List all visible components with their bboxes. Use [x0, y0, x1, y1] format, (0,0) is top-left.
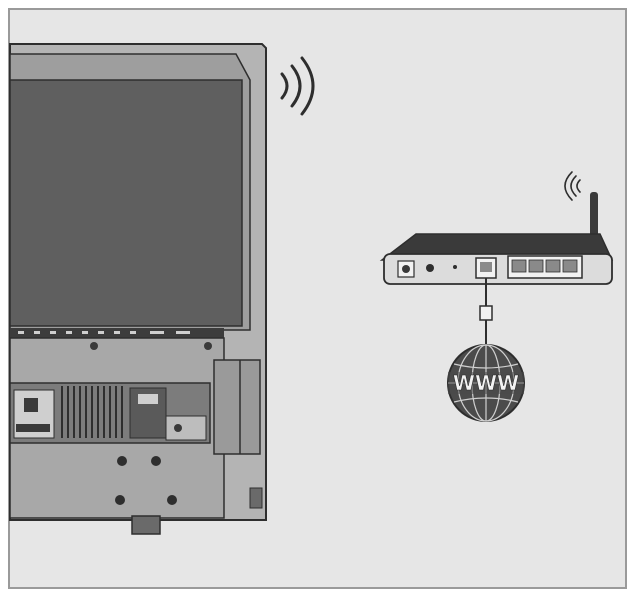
globe-label: WWW [453, 371, 519, 395]
tv-screen [9, 79, 243, 327]
led-icon [453, 265, 457, 269]
tv-rear-view [9, 43, 267, 535]
wireless-router [379, 192, 614, 285]
wifi-signal-icon [280, 56, 315, 116]
tv-vent-slots [18, 331, 190, 334]
reset-button-icon [426, 264, 434, 272]
port-icon [174, 424, 182, 432]
tv-ports-right [165, 415, 207, 441]
screw-icon [117, 456, 127, 466]
wifi-signal-icon [564, 171, 581, 201]
ethernet-cable [479, 278, 493, 346]
screw-icon [167, 495, 177, 505]
screw-icon [115, 495, 125, 505]
screw-icon [204, 342, 212, 350]
tv-side-column [213, 359, 261, 455]
tv-heatsink [61, 386, 123, 438]
tv-ports-middle [129, 387, 167, 439]
globe-icon: WWW [447, 344, 525, 422]
rj45-plug-icon [479, 305, 493, 321]
screw-icon [90, 342, 98, 350]
screw-icon [151, 456, 161, 466]
tv-stand [131, 515, 161, 535]
